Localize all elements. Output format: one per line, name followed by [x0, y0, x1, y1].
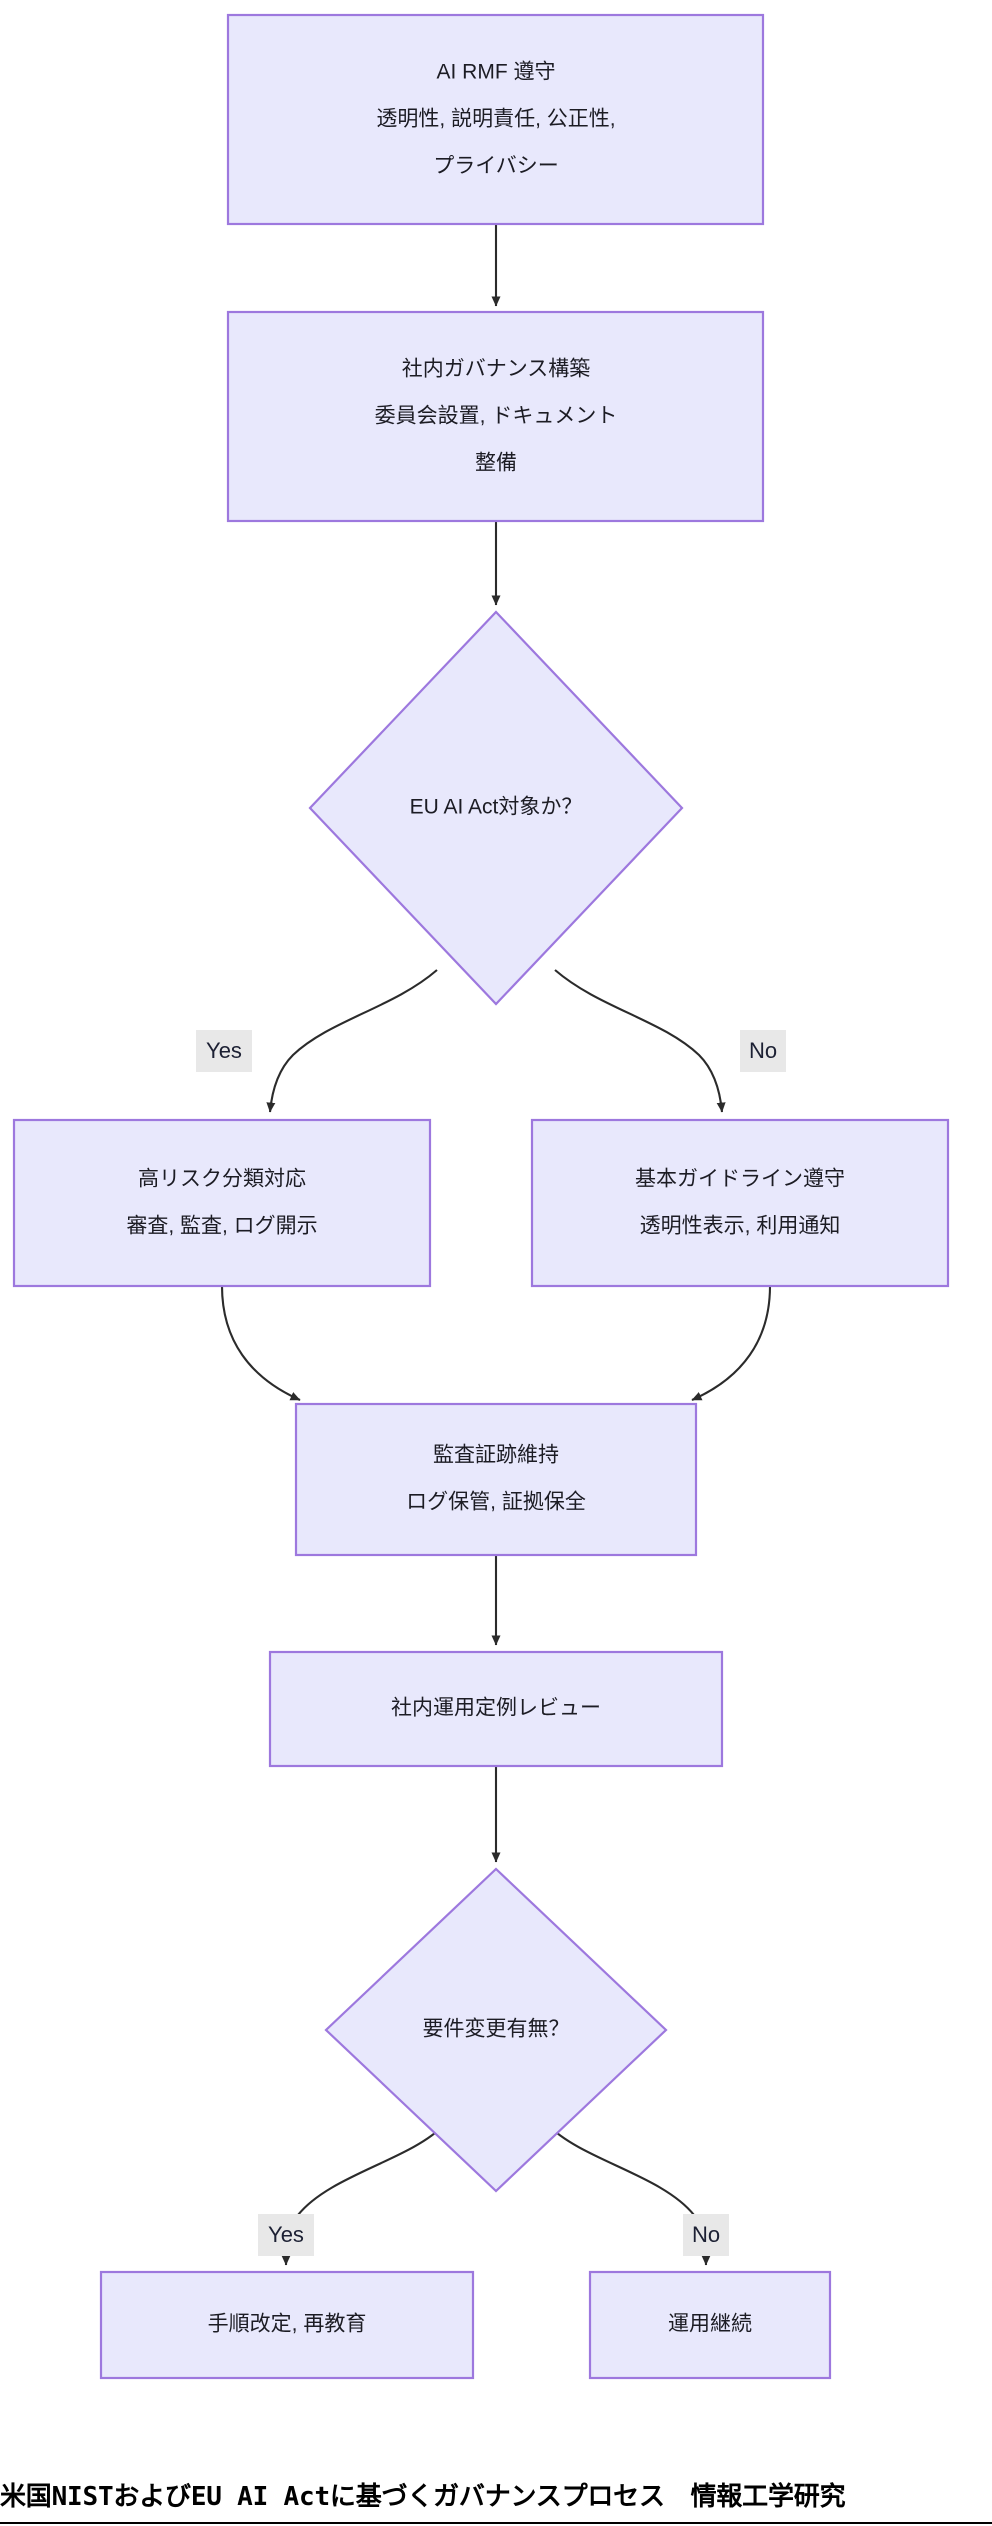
edge-n3-n5: No — [554, 969, 786, 1113]
node-label-line-2: 委員会設置, ドキュメント — [375, 405, 618, 428]
node-decision-eu-ai-act[interactable]: EU AI Act対象か？ — [308, 610, 684, 1006]
edge-n5-n6 — [691, 1285, 772, 1401]
node-label-line-3: 整備 — [475, 452, 517, 475]
node-shape-diamond — [308, 610, 684, 1006]
node-layer: AI RMF 遵守 透明性, 説明責任, 公正性, プライバシー 社内ガバナンス… — [12, 13, 950, 2380]
edge-label-no-1: No — [749, 1038, 777, 1063]
node-shape-rect — [530, 1118, 950, 1288]
node-ai-rmf-compliance[interactable]: AI RMF 遵守 透明性, 説明責任, 公正性, プライバシー — [226, 13, 765, 226]
node-regular-operations-review[interactable]: 社内運用定例レビュー — [268, 1650, 724, 1768]
node-label-line-1: 社内ガバナンス構築 — [402, 358, 591, 381]
edge-n4-n6 — [220, 1285, 301, 1401]
caption-bar: 米国NISTおよびEU AI Actに基づくガバナンスプロセス 情報工学研究 — [0, 2460, 992, 2526]
node-shape-rect — [588, 2270, 832, 2380]
node-label-line-3: プライバシー — [433, 155, 559, 178]
node-label-line-2: 透明性表示, 利用通知 — [640, 1215, 841, 1238]
node-label-line-1: 基本ガイドライン遵守 — [635, 1168, 845, 1191]
node-internal-governance[interactable]: 社内ガバナンス構築 委員会設置, ドキュメント 整備 — [226, 310, 765, 523]
edge-n8-n9: Yes — [258, 2124, 445, 2266]
node-audit-trail-retention[interactable]: 監査証跡維持 ログ保管, 証拠保全 — [294, 1402, 698, 1557]
edge-label-bg-no-1 — [740, 1030, 786, 1072]
node-label-line-1: AI RMF 遵守 — [437, 61, 556, 84]
node-high-risk-classification[interactable]: 高リスク分類対応 審査, 監査, ログ開示 — [12, 1118, 432, 1288]
edge-n8-n10: No — [547, 2124, 729, 2266]
caption-text: 米国NISTおよびEU AI Actに基づくガバナンスプロセス 情報工学研究 — [0, 2482, 846, 2512]
edge-label-yes-2: Yes — [268, 2222, 304, 2247]
node-continue-operation[interactable]: 運用継続 — [588, 2270, 832, 2380]
node-procedure-revision-retraining[interactable]: 手順改定, 再教育 — [99, 2270, 475, 2380]
node-shape-diamond — [324, 1867, 668, 2193]
edge-label-bg-no-2 — [683, 2214, 729, 2256]
node-label-line-2: 審査, 監査, ログ開示 — [126, 1215, 317, 1238]
node-label-line-1: 要件変更有無？ — [423, 2018, 570, 2041]
node-decision-requirement-change[interactable]: 要件変更有無？ — [324, 1867, 668, 2193]
caption-divider — [0, 2522, 992, 2524]
node-label-line-2: 透明性, 説明責任, 公正性, — [376, 108, 615, 131]
edge-label-bg-yes-1 — [196, 1030, 252, 1072]
node-shape-rect — [226, 310, 765, 523]
node-label-line-1: 高リスク分類対応 — [138, 1168, 306, 1191]
node-basic-guideline-compliance[interactable]: 基本ガイドライン遵守 透明性表示, 利用通知 — [530, 1118, 950, 1288]
node-shape-rect — [226, 13, 765, 226]
edge-label-yes-1: Yes — [206, 1038, 242, 1063]
node-label-line-1: 社内運用定例レビュー — [391, 1697, 601, 1720]
node-label-line-2: ログ保管, 証拠保全 — [406, 1491, 586, 1514]
node-label-line-1: 運用継続 — [668, 2313, 752, 2336]
node-label-line-1: 監査証跡維持 — [433, 1444, 559, 1467]
node-shape-rect — [294, 1402, 698, 1557]
edge-n3-n4: Yes — [196, 969, 438, 1113]
flowchart-svg: Yes No — [12, 13, 950, 2380]
node-label-line-1: EU AI Act対象か？ — [410, 796, 583, 819]
node-shape-rect — [268, 1650, 724, 1768]
node-shape-rect — [12, 1118, 432, 1288]
edge-layer: Yes No — [196, 224, 786, 2266]
edge-label-bg-yes-2 — [258, 2214, 314, 2256]
edge-label-no-2: No — [692, 2222, 720, 2247]
node-label-line-1: 手順改定, 再教育 — [208, 2313, 367, 2336]
node-shape-rect — [99, 2270, 475, 2380]
